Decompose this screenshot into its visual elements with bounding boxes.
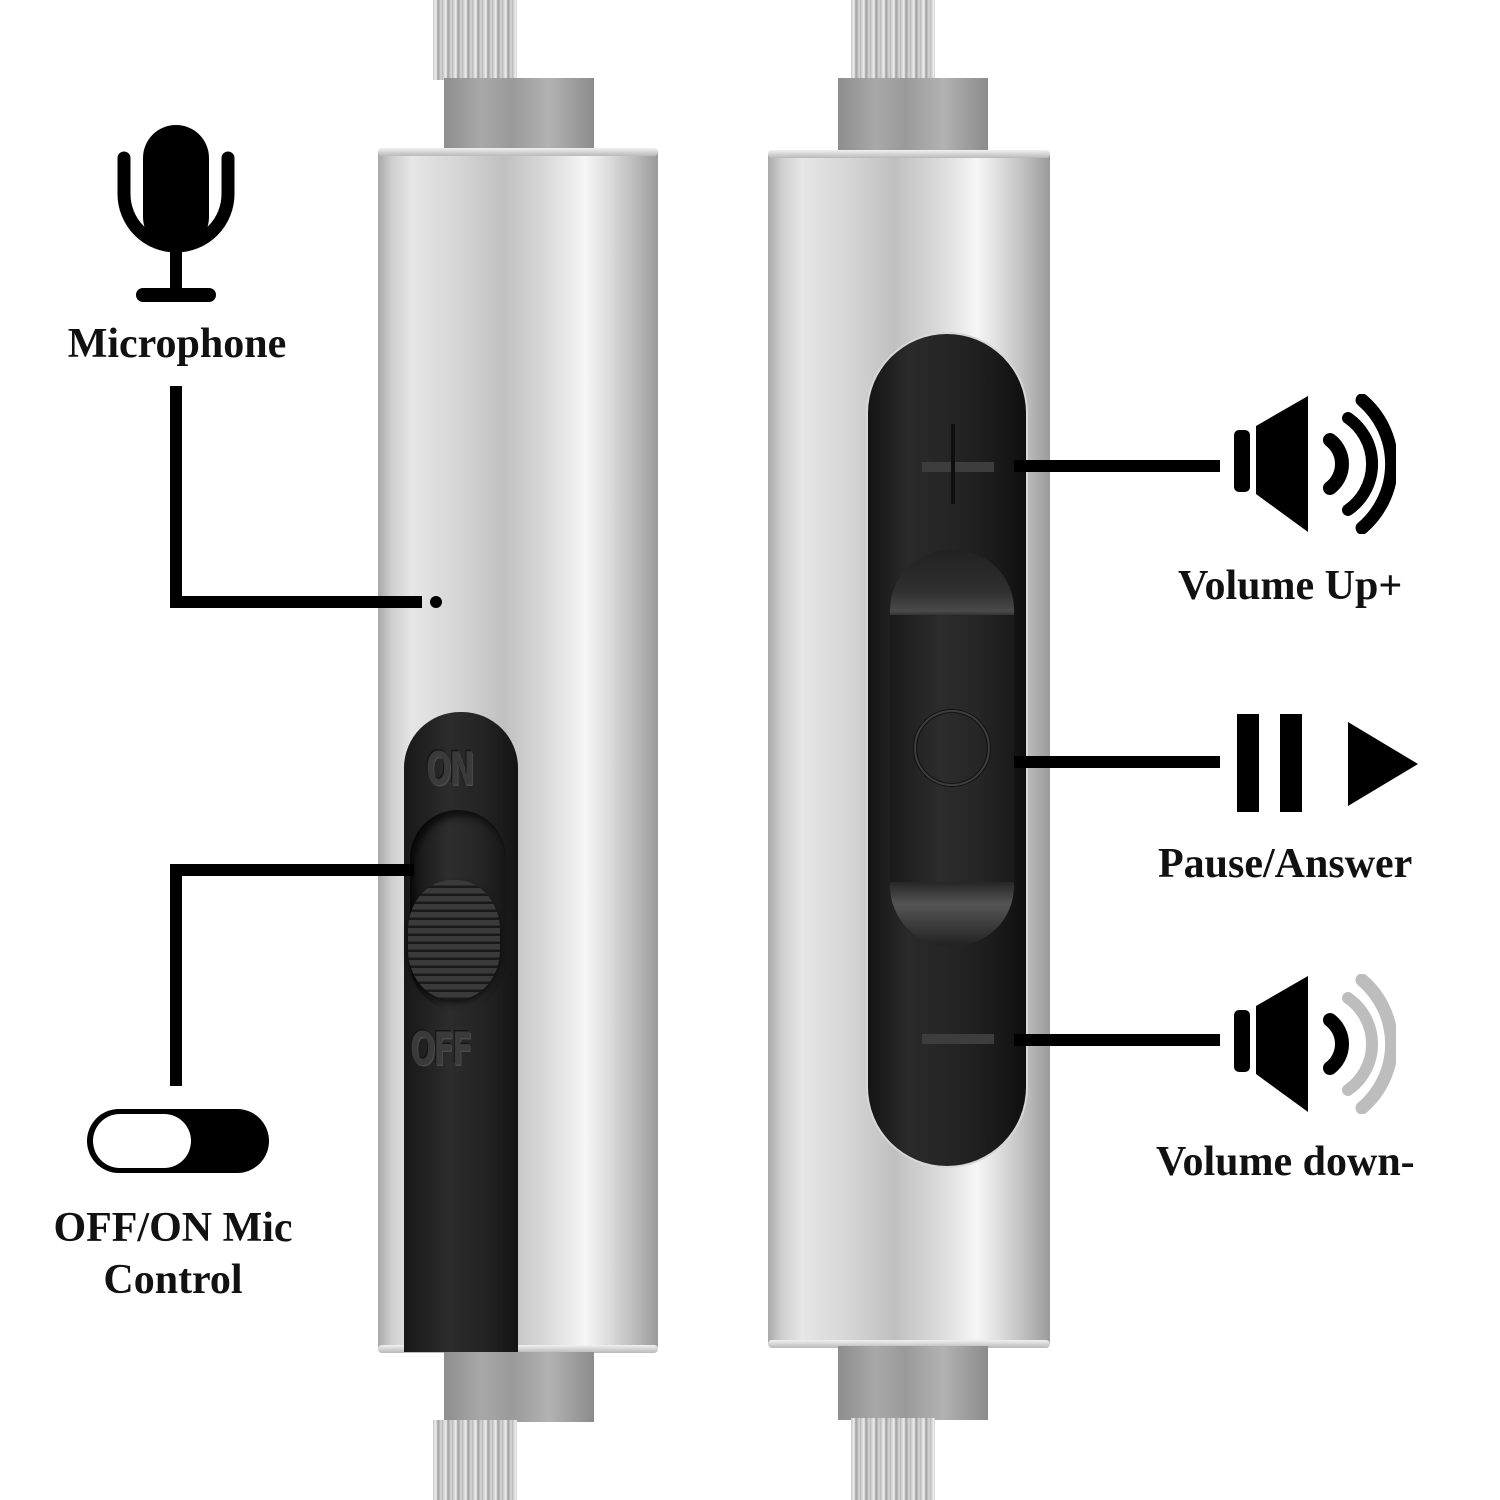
pause-play-icon <box>1237 714 1418 812</box>
volume-up-callout-line <box>1014 460 1220 472</box>
cable-top-left <box>433 0 517 80</box>
volume-down-label: Volume down- <box>1156 1139 1415 1185</box>
switch-on-label: ON <box>426 744 475 797</box>
microphone-hole-marker <box>430 596 442 608</box>
microphone-callout-line-horizontal <box>170 596 422 608</box>
mic-switch-callout-line-vertical <box>170 864 182 1086</box>
plus-vertical-bar <box>951 424 955 504</box>
strain-relief-top-right <box>838 78 988 154</box>
volume-down-callout-line <box>1014 1034 1220 1046</box>
cable-bottom-right <box>851 1418 935 1500</box>
strain-relief-top-left <box>444 78 594 150</box>
volume-down-button[interactable] <box>922 1034 994 1044</box>
center-circle-icon <box>914 710 990 786</box>
cable-top-right <box>851 0 935 80</box>
strain-relief-bottom-left <box>444 1352 594 1422</box>
microphone-icon <box>117 125 235 302</box>
mic-switch-label-line2: Control <box>103 1257 243 1303</box>
speaker-quiet-icon <box>1234 974 1396 1114</box>
plus-horizontal-bar <box>922 462 994 472</box>
volume-up-label: Volume Up+ <box>1178 563 1403 609</box>
microphone-callout-line-vertical <box>170 386 182 608</box>
switch-off-label: OFF <box>410 1024 472 1077</box>
microphone-label: Microphone <box>67 321 287 367</box>
pause-answer-callout-line <box>1014 756 1220 768</box>
mic-switch-knob[interactable] <box>408 880 500 1000</box>
mic-switch-callout-line-horizontal <box>170 864 414 876</box>
cable-bottom-left <box>433 1420 517 1500</box>
strain-relief-bottom-right <box>838 1346 988 1420</box>
speaker-loud-icon <box>1234 394 1396 534</box>
mic-switch-label-line1: OFF/ON Mic <box>53 1205 293 1251</box>
toggle-switch-icon <box>87 1109 269 1173</box>
pause-answer-label: Pause/Answer <box>1158 841 1413 887</box>
